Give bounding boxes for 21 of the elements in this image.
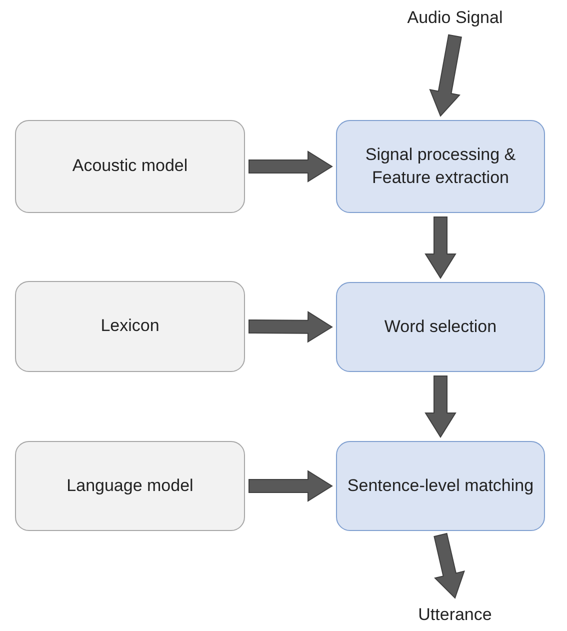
block-arrow	[248, 150, 333, 182]
box-label: Language model	[66, 474, 194, 497]
block-arrow	[424, 216, 456, 279]
box-label: Acoustic model	[71, 155, 189, 178]
block-arrow	[424, 376, 456, 438]
model-box	[15, 441, 245, 531]
model-box	[15, 120, 245, 213]
text-label: Audio Signal	[406, 6, 504, 29]
box-label: Sentence-level matching	[346, 474, 535, 497]
box-label: Word selection	[383, 316, 498, 338]
model-box	[15, 281, 245, 372]
block-arrow	[248, 470, 333, 502]
process-box	[336, 282, 545, 372]
box-label: Signal processing & Feature extraction	[364, 144, 517, 188]
process-box	[336, 120, 545, 213]
block-arrow	[434, 532, 465, 599]
process-box	[336, 441, 545, 531]
text-label: Utterance	[417, 604, 493, 626]
box-label: Lexicon	[100, 315, 160, 338]
block-arrow	[248, 311, 333, 343]
block-arrow	[429, 34, 462, 117]
